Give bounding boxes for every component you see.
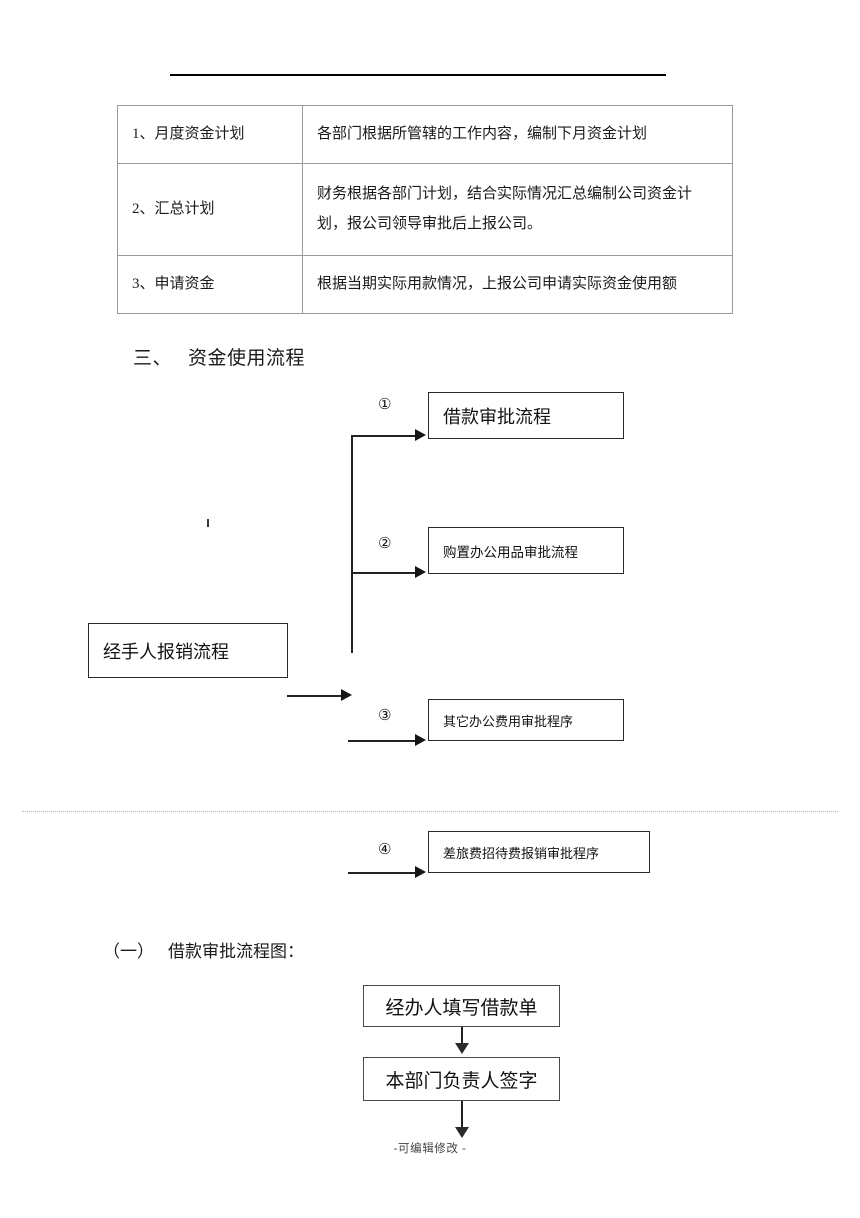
table-cell-label: 1、月度资金计划 [117, 104, 303, 165]
flow-marker-4: ④ [378, 840, 392, 858]
table-row: 3、申请资金 根据当期实际用款情况，上报公司申请实际资金使用额 [117, 254, 733, 315]
flow-marker-1: ① [378, 395, 392, 413]
flow-connector-line-down-1 [461, 1027, 463, 1047]
flow-connector-line-down-2 [461, 1101, 463, 1131]
flow-branch-line-2 [351, 572, 417, 574]
arrow-head-right-icon [415, 429, 426, 441]
arrow-head-down-icon [455, 1043, 469, 1054]
section-heading: 三、资金使用流程 [133, 343, 305, 370]
flow-box-department-head-signature: 本部门负责人签字 [363, 1057, 560, 1101]
flow-box-fill-loan-form: 经办人填写借款单 [363, 985, 560, 1027]
page-footer-note: -可编辑修改 - [393, 1143, 467, 1155]
arrow-head-right-icon [415, 566, 426, 578]
arrow-head-down-icon [455, 1127, 469, 1138]
flow-box-handler-reimbursement: 经手人报销流程 [88, 623, 288, 678]
flow-branch-line-1 [351, 435, 417, 437]
arrow-head-right-icon [415, 734, 426, 746]
flow-trunk-line [351, 435, 353, 653]
subsection-title: 借款审批流程图： [168, 942, 304, 961]
arrow-head-right-icon [341, 689, 352, 701]
flow-box-travel-entertainment-approval: 差旅费招待费报销审批程序 [428, 831, 650, 873]
flow-box-label: 差旅费招待费报销审批程序 [443, 845, 600, 861]
ink-artifact [207, 519, 209, 527]
top-divider-rule [170, 74, 666, 76]
flow-box-label: 经手人报销流程 [103, 641, 229, 662]
flow-box-loan-approval: 借款审批流程 [428, 392, 624, 439]
table-cell-description: 财务根据各部门计划，结合实际情况汇总编制公司资金计划，报公司领导审批后上报公司。 [302, 163, 733, 256]
table-cell-label: 2、汇总计划 [117, 163, 303, 256]
flow-box-label: 其它办公费用审批程序 [443, 713, 574, 729]
flow-box-label: 本部门负责人签字 [385, 1070, 538, 1092]
table-cell-label: 3、申请资金 [117, 254, 303, 315]
table-cell-description: 根据当期实际用款情况，上报公司申请实际资金使用额 [302, 254, 733, 315]
page-separator-dotted [22, 811, 838, 812]
flow-box-label: 借款审批流程 [443, 406, 551, 427]
flow-marker-3: ③ [378, 706, 392, 724]
section-number: 三、 [133, 348, 173, 369]
flow-box-office-supplies-approval: 购置办公用品审批流程 [428, 527, 624, 574]
flow-box-label: 经办人填写借款单 [385, 997, 538, 1019]
flow-branch-line-4 [348, 872, 418, 874]
arrow-head-right-icon [415, 866, 426, 878]
subsection-heading: （一） 借款审批流程图： [103, 937, 304, 962]
flow-stub-line [287, 695, 343, 697]
funding-plan-table: 1、月度资金计划 各部门根据所管辖的工作内容，编制下月资金计划 2、汇总计划 财… [117, 104, 733, 315]
flow-marker-2: ② [378, 534, 392, 552]
flow-box-label: 购置办公用品审批流程 [443, 544, 578, 560]
table-row: 1、月度资金计划 各部门根据所管辖的工作内容，编制下月资金计划 [117, 104, 733, 165]
subsection-number: （一） [103, 942, 154, 961]
section-title: 资金使用流程 [188, 348, 306, 369]
flow-box-other-office-expense-approval: 其它办公费用审批程序 [428, 699, 624, 741]
table-cell-description: 各部门根据所管辖的工作内容，编制下月资金计划 [302, 104, 733, 165]
table-row: 2、汇总计划 财务根据各部门计划，结合实际情况汇总编制公司资金计划，报公司领导审… [117, 163, 733, 256]
flow-branch-line-3 [348, 740, 418, 742]
